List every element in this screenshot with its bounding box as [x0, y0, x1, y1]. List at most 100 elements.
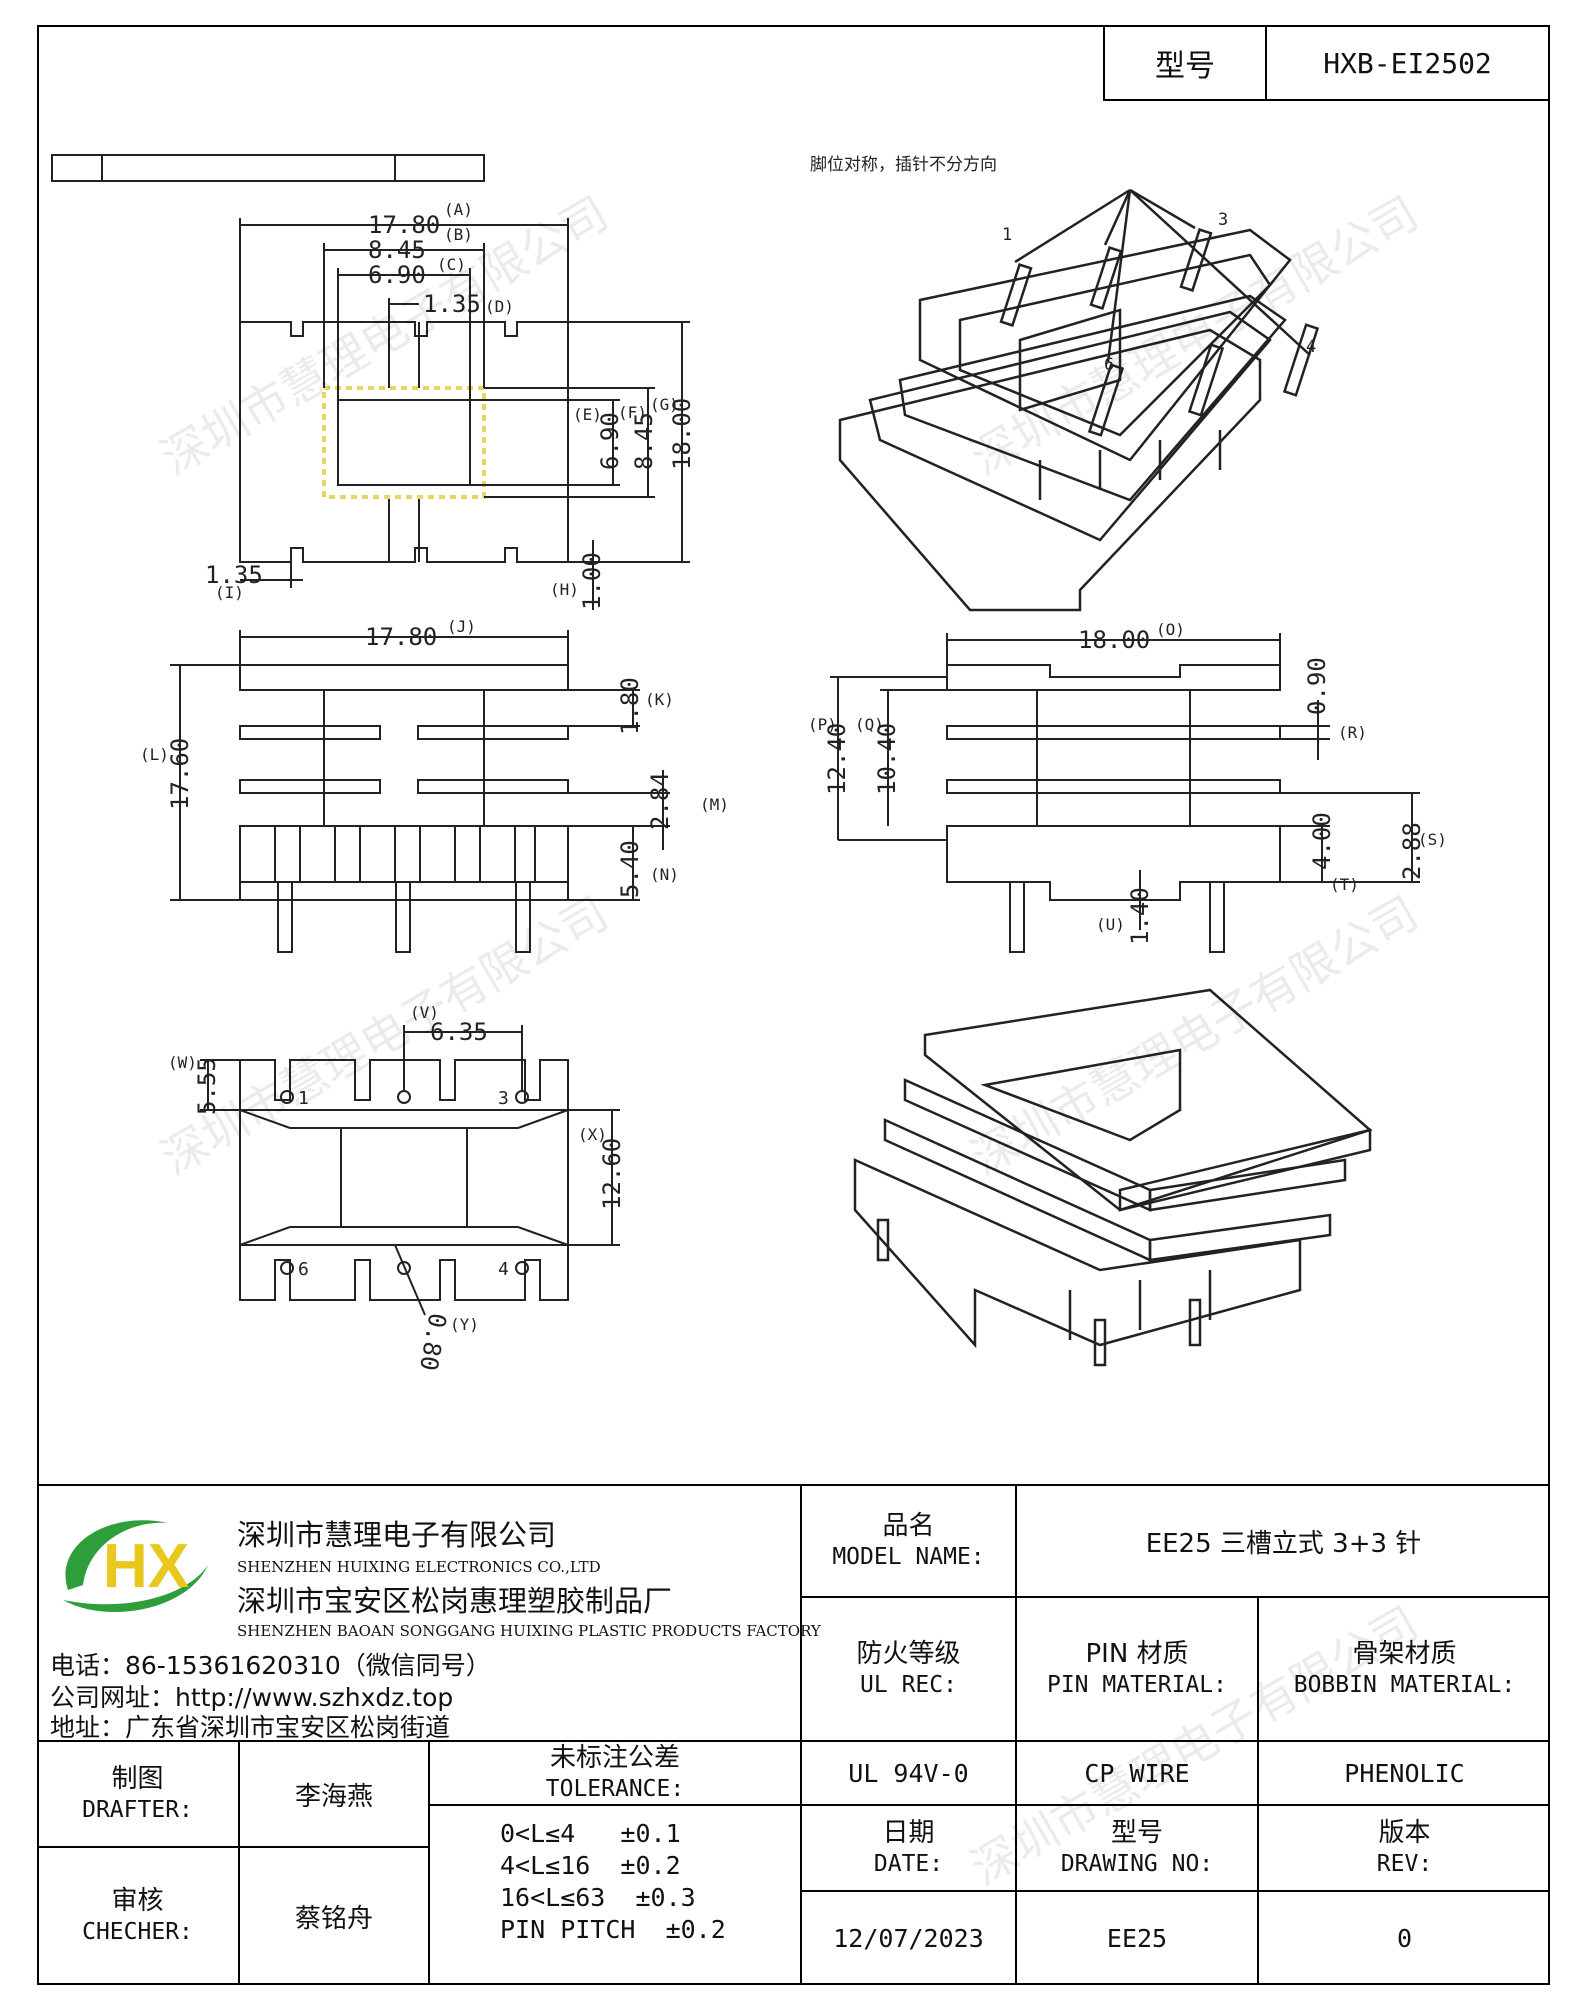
logo-swoosh-bottom — [63, 1565, 208, 1613]
drawing-no-label: 型号 DRAWING NO: — [1017, 1806, 1257, 1890]
rev-cn: 版本 — [1378, 1818, 1431, 1848]
tb-hline-2 — [37, 1740, 1550, 1742]
dim-y-key: (Y) — [450, 1315, 479, 1334]
dim-m: 2.84 — [646, 772, 674, 830]
iso-pin-4: 4 — [1306, 337, 1316, 357]
company-phone: 电话：86-15361620310（微信同号） — [50, 1651, 491, 1680]
dim-h-key: (H) — [550, 580, 579, 599]
drawing-no-en: DRAWING NO: — [1060, 1851, 1214, 1877]
drawing-no-cn: 型号 — [1110, 1818, 1163, 1848]
bobbin-value: PHENOLIC — [1344, 1758, 1465, 1788]
iso-view-pins-up — [838, 188, 1320, 612]
model-value: HXB-EI2502 — [1323, 46, 1492, 80]
drafter-label: 制图 DRAFTER: — [37, 1742, 238, 1846]
company-address: 地址：广东省深圳市宝安区松岗街道 — [50, 1713, 451, 1742]
ul-cn: 防火等级 — [856, 1639, 961, 1669]
iso-pin-6: 6 — [1104, 355, 1114, 375]
bobbin-material-label: 骨架材质 BOBBIN MATERIAL: — [1259, 1598, 1550, 1740]
dim-x: 12.60 — [598, 1138, 626, 1210]
dim-u: 1.40 — [1126, 887, 1154, 945]
pin-value: CP WIRE — [1084, 1758, 1190, 1788]
drafter-en: DRAFTER: — [82, 1797, 193, 1823]
tolerance-line-4: PIN PITCH ±0.2 — [500, 1915, 726, 1944]
model-name-cn: 品名 — [882, 1511, 935, 1541]
tb-vline-1 — [800, 1484, 802, 1984]
dim-n: 5.40 — [616, 840, 644, 898]
dim-c: 6.90 — [368, 261, 426, 289]
dim-t-key: (T) — [1330, 875, 1359, 894]
model-box: 型号 HXB-EI2502 — [1103, 25, 1550, 101]
date-value: 12/07/2023 — [833, 1923, 984, 1953]
bottom-pin-6: 6 — [298, 1259, 309, 1280]
dim-j: 17.80 — [365, 623, 437, 651]
tolerance-label: 未标注公差 TOLERANCE: — [430, 1742, 800, 1804]
dim-y: 0.80 — [414, 1311, 452, 1373]
bobbin-en: BOBBIN MATERIAL: — [1293, 1672, 1516, 1698]
side-view — [830, 633, 1420, 953]
dim-e-key: (E) — [573, 405, 602, 424]
factory-name-cn: 深圳市宝安区松岗惠理塑胶制品厂 — [237, 1584, 673, 1618]
top-view — [239, 218, 690, 610]
bottom-pin-3: 3 — [498, 1088, 509, 1109]
dim-d: 1.35 — [423, 290, 481, 318]
logo-text: HX — [103, 1532, 189, 1601]
dim-g: 18.00 — [668, 398, 696, 470]
model-name-en: MODEL NAME: — [832, 1544, 985, 1570]
dim-s: 2.88 — [1398, 822, 1426, 880]
dim-v: 6.35 — [430, 1018, 488, 1046]
tolerance-line-1: 0<L≤4 ±0.1 — [500, 1819, 681, 1848]
ul-value: UL 94V-0 — [848, 1758, 969, 1788]
top-edge-view — [51, 154, 485, 182]
rev-label: 版本 REV: — [1259, 1806, 1550, 1890]
company-website[interactable]: 公司网址：http://www.szhxdz.top — [50, 1683, 454, 1712]
tb-vline-4 — [238, 1740, 240, 1984]
dim-v-key: (V) — [410, 1003, 439, 1022]
dim-i-key: (I) — [215, 583, 244, 602]
tb-hline-6 — [428, 1804, 800, 1806]
tolerance-line-2: 4<L≤16 ±0.2 — [500, 1851, 681, 1880]
dim-e: 6.90 — [596, 412, 624, 470]
model-label: 型号 — [1105, 27, 1267, 99]
checker-label: 审核 CHECHER: — [37, 1848, 238, 1984]
company-name-en: SHENZHEN HUIXING ELECTRONICS CO.,LTD — [237, 1558, 601, 1576]
tb-hline-1 — [800, 1596, 1550, 1598]
tolerance-en: TOLERANCE: — [545, 1776, 685, 1802]
tb-top-line — [37, 1484, 1550, 1486]
drafter-cn: 制图 — [111, 1764, 164, 1794]
dim-a-key: (A) — [444, 200, 473, 219]
logo-swoosh-top — [65, 1520, 168, 1590]
tb-hline-5 — [37, 1846, 429, 1848]
model-name-value: EE25 三槽立式 3+3 针 — [1145, 1528, 1422, 1559]
dim-n-key: (N) — [650, 865, 679, 884]
dim-h: 1.00 — [578, 552, 606, 610]
dim-t: 4.00 — [1308, 812, 1336, 870]
dim-s-key: (S) — [1418, 830, 1447, 849]
pin-cn: PIN 材质 — [1085, 1639, 1189, 1669]
dim-b-key: (B) — [444, 225, 473, 244]
dim-k-key: (K) — [645, 690, 674, 709]
checker-en: CHECHER: — [82, 1919, 193, 1945]
dim-w-key: (W) — [168, 1053, 197, 1072]
factory-name-en: SHENZHEN BAOAN SONGGANG HUIXING PLASTIC … — [237, 1622, 821, 1640]
drawing-no-value: EE25 — [1106, 1923, 1168, 1953]
dim-w: 5.55 — [193, 1057, 221, 1115]
iso-pin-3: 3 — [1218, 210, 1228, 230]
tb-vline-2 — [1015, 1484, 1017, 1984]
tb-vline-3 — [1257, 1596, 1259, 1984]
checker-value: 蔡铭舟 — [294, 1903, 373, 1934]
tb-vline-5 — [428, 1740, 430, 1984]
pin-en: PIN MATERIAL: — [1046, 1672, 1227, 1698]
dim-j-key: (J) — [447, 617, 476, 636]
pin-note: 脚位对称，插针不分方向 — [810, 155, 997, 175]
dim-u-key: (U) — [1096, 915, 1125, 934]
drafter-value: 李海燕 — [294, 1781, 373, 1812]
pin-material-label: PIN 材质 PIN MATERIAL: — [1017, 1598, 1257, 1740]
drawing-sheet — [37, 25, 1550, 1985]
dim-x-key: (X) — [578, 1125, 607, 1144]
dim-a: 17.80 — [368, 211, 440, 239]
rev-value: 0 — [1396, 1923, 1413, 1953]
tb-hline-3 — [800, 1804, 1550, 1806]
date-en: DATE: — [873, 1851, 944, 1877]
dim-r: 0.90 — [1303, 657, 1331, 715]
